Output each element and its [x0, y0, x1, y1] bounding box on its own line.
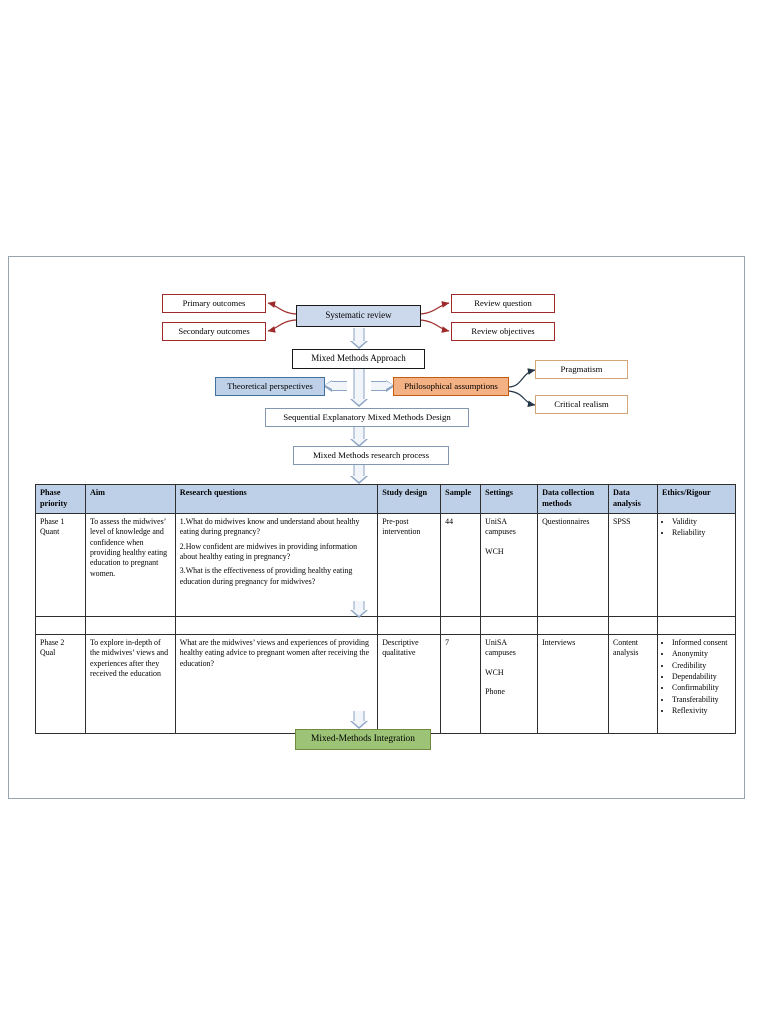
cell-ethics: Validity Reliability [656, 512, 737, 617]
setting-item: UniSA campuses [485, 516, 516, 537]
node-primary-outcomes[interactable]: Primary outcomes [162, 294, 266, 313]
cell-aim: To explore in-depth of the midwives’ vie… [84, 633, 176, 734]
cell-data-collection: Interviews [537, 633, 610, 734]
cell-settings: UniSA campuses WCH [480, 512, 539, 617]
arrow-cross-to-philosophical [363, 379, 395, 392]
setting-item: Phone [485, 686, 505, 696]
node-review-question[interactable]: Review question [451, 294, 555, 313]
phase-sublabel: Quant [40, 527, 60, 537]
col-phase-priority: Phase priority [35, 484, 86, 514]
cell-settings: UniSA campuses WCH Phone [480, 633, 539, 734]
table-row: Phase 2 Qual To explore in-depth of the … [35, 633, 737, 734]
col-aim: Aim [84, 484, 176, 514]
node-mixed-methods-integration[interactable]: Mixed-Methods Integration [295, 729, 431, 750]
col-data-analysis: Data analysis [608, 484, 658, 514]
cell-questions: 1.What do midwives know and understand a… [174, 512, 379, 617]
cell-study-design: Pre-post intervention [377, 512, 442, 617]
question-item: 3.What is the effectiveness of providing… [179, 566, 353, 586]
phase-label: Phase 1 [40, 516, 65, 526]
ethics-item: Confirmability [672, 683, 731, 693]
cell-data-collection: Questionnaires [537, 512, 610, 617]
cell-data-analysis: SPSS [608, 512, 658, 617]
ethics-item: Informed consent [672, 638, 731, 648]
question-item: 1.What do midwives know and understand a… [179, 516, 360, 537]
cell-sample: 44 [440, 512, 482, 617]
node-pragmatism[interactable]: Pragmatism [535, 360, 628, 379]
setting-item: UniSA campuses [485, 637, 516, 658]
ethics-item: Transferability [672, 695, 731, 705]
cell-sample: 7 [440, 633, 482, 734]
ethics-item: Validity [672, 517, 731, 527]
setting-item: WCH [485, 546, 504, 556]
ethics-item: Anonymity [672, 649, 731, 659]
cell-phase: Phase 2 Qual [35, 633, 86, 734]
node-theoretical-perspectives[interactable]: Theoretical perspectives [215, 377, 325, 396]
cell-ethics: Informed consent Anonymity Credibility D… [656, 633, 737, 734]
col-data-collection: Data collection methods [537, 484, 610, 514]
col-research-questions: Research questions [174, 484, 379, 514]
node-review-objectives[interactable]: Review objectives [451, 322, 555, 341]
diagram-frame: Primary outcomes Secondary outcomes Syst… [8, 256, 745, 799]
arrow-design-to-process [349, 427, 369, 447]
arrow-approach-to-cross [349, 369, 369, 386]
node-research-process[interactable]: Mixed Methods research process [293, 446, 449, 465]
col-sample: Sample [440, 484, 482, 514]
arrow-cross-to-theoretical [323, 379, 355, 392]
cell-study-design: Descriptive qualitative [377, 633, 442, 734]
research-matrix-table: Phase priority Aim Research questions St… [35, 484, 737, 734]
cell-data-analysis: Content analysis [608, 633, 658, 734]
arrow-sysrev-to-approach [349, 328, 369, 349]
question-item: 2.How confident are midwives in providin… [179, 541, 358, 561]
cell-phase: Phase 1 Quant [35, 512, 86, 617]
ethics-item: Reflexivity [672, 706, 731, 716]
ethics-item: Reliability [672, 528, 731, 538]
arrow-process-to-table [349, 465, 369, 484]
cell-aim: To assess the midwives’ level of knowled… [84, 512, 176, 617]
node-secondary-outcomes[interactable]: Secondary outcomes [162, 322, 266, 341]
arrow-phase1-to-phase2 [349, 601, 369, 618]
connector-arrows [267, 301, 536, 408]
question-item: What are the midwives’ views and experie… [179, 637, 370, 668]
node-sequential-design[interactable]: Sequential Explanatory Mixed Methods Des… [265, 408, 469, 427]
phase-sublabel: Qual [40, 648, 56, 658]
col-ethics-rigour: Ethics/Rigour [656, 484, 737, 514]
ethics-item: Dependability [672, 672, 731, 682]
node-mixed-methods-approach[interactable]: Mixed Methods Approach [292, 349, 425, 369]
arrow-table-to-integration [349, 711, 369, 729]
arrow-cross-to-design [349, 385, 369, 407]
ethics-item: Credibility [672, 661, 731, 671]
table-header-row: Phase priority Aim Research questions St… [35, 484, 737, 514]
cell-questions: What are the midwives’ views and experie… [174, 633, 379, 734]
node-critical-realism[interactable]: Critical realism [535, 395, 628, 414]
setting-item: WCH [485, 667, 504, 677]
node-systematic-review[interactable]: Systematic review [296, 305, 421, 327]
table-spacer-row [35, 615, 737, 635]
node-philosophical-assumptions[interactable]: Philosophical assumptions [393, 377, 509, 396]
table-row: Phase 1 Quant To assess the midwives’ le… [35, 512, 737, 617]
col-settings: Settings [480, 484, 539, 514]
col-study-design: Study design [377, 484, 442, 514]
phase-label: Phase 2 [40, 637, 65, 647]
